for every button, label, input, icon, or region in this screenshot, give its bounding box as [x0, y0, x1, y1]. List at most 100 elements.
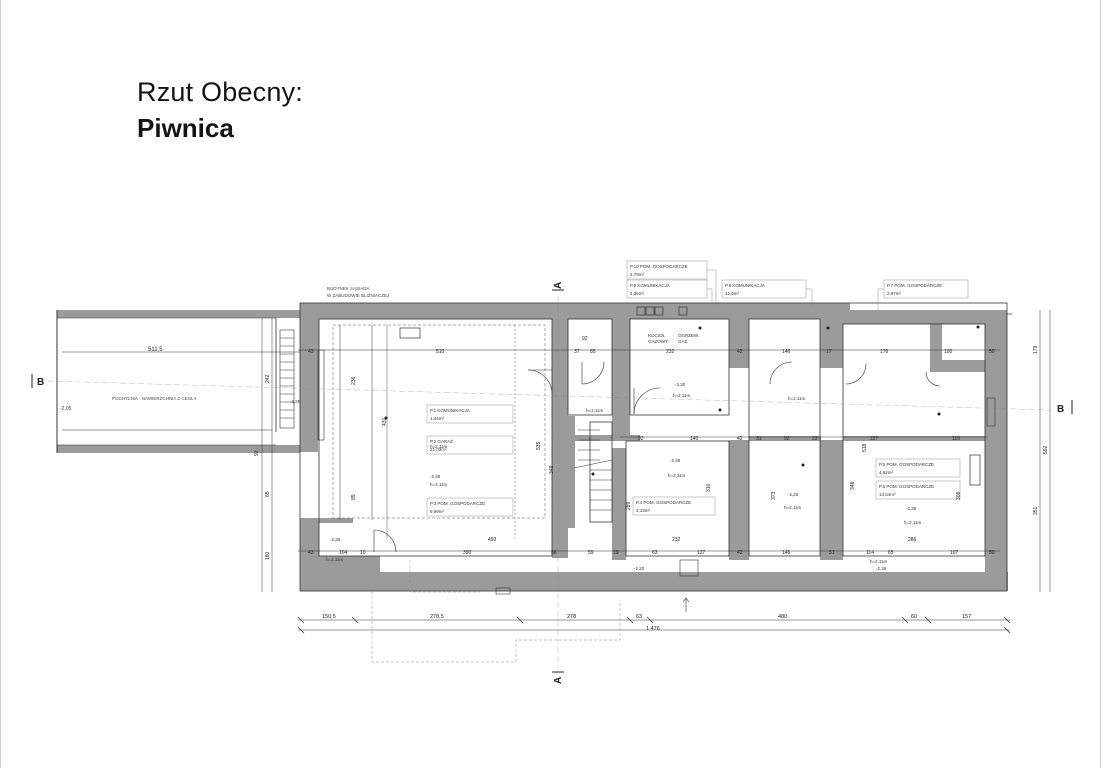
dim-top-10: 176	[880, 349, 889, 355]
level-p8: -2,25	[788, 492, 799, 497]
room-p7-area: 2,97m²	[887, 291, 902, 296]
dim-right-3: 518	[862, 443, 868, 452]
dim-top-4: 92	[582, 336, 588, 342]
dim-mid-7: 110	[952, 436, 960, 442]
level-p2: -2,30	[430, 474, 441, 479]
height-p4: h=2,11m	[668, 473, 686, 478]
doors	[373, 361, 941, 553]
dim-bi-9: 232	[672, 537, 681, 543]
neighbor-label-2: W ZABUDOWIE BLIŹNIACZEJ	[327, 292, 389, 298]
dim-left-9: 289	[626, 501, 632, 510]
dim-left-3: 92	[254, 450, 260, 456]
section-line-b	[47, 380, 1051, 411]
height-p5: h=2,11m	[870, 559, 888, 564]
dim-left-13: 308	[956, 491, 962, 500]
dim-bi-15: 65	[888, 550, 894, 556]
dim-left-4: 236	[351, 376, 357, 385]
dim-right-2: 351	[1033, 506, 1039, 515]
level-p11: -2,20	[634, 566, 645, 571]
height-p8: h=2,11m	[784, 505, 802, 510]
room-p6-area: 13,64m²	[879, 492, 896, 497]
ramp-label: POCHYLNIA - NAWIERZCHNIA Z CEGŁY	[112, 396, 197, 401]
dim-mid-5: 23	[812, 436, 818, 442]
dim-mid-1: 140	[690, 436, 699, 442]
dim-bi-11: 42	[737, 550, 743, 556]
dim-mid-6: 227	[870, 436, 879, 442]
dim-bottom-4: 480	[778, 614, 787, 620]
room-p4-label: P.4 POM. GOSPODARCZE	[636, 500, 691, 505]
dim-right-1: 592	[1043, 445, 1049, 454]
dim-top-2: 510	[436, 349, 445, 355]
height-p10: h=2,11m	[586, 408, 604, 413]
room-p9-label: P.9 KOMUNIKACJA	[630, 283, 670, 288]
dim-bi-6: 59	[588, 550, 594, 556]
ramp	[56, 310, 318, 453]
dim-bi-2: 10	[360, 550, 366, 556]
dim-mid-3: 31	[756, 436, 762, 442]
dim-top-3: 37	[574, 349, 580, 355]
section-marker-a-bottom: A	[552, 671, 564, 684]
stair-dashed-outline	[409, 560, 480, 593]
height-p9: h=2,11m	[673, 393, 691, 398]
room-p8-area: 12,0m²	[725, 291, 740, 296]
dim-bi-14: 114	[866, 550, 874, 556]
dim-bi-16: 286	[908, 537, 917, 543]
page-title-line1: Rzut Obecny:	[137, 77, 303, 107]
room-p8-label: P.8 KOMUNIKACJA	[725, 283, 765, 288]
dim-bi-4: 493	[488, 537, 497, 543]
ogrzew-label-1: OGRZEW.	[678, 333, 699, 338]
height-p1: h=2,11m	[430, 444, 448, 449]
dim-left-0: 242	[265, 374, 271, 383]
dim-bottom-5: 60	[911, 614, 917, 620]
dim-bi-3: 390	[463, 550, 472, 556]
dim-top-9: 17	[826, 349, 832, 355]
dim-left-5: 431	[382, 417, 388, 426]
dim-mid-4: 92	[784, 436, 790, 442]
dim-bi-17: 107	[950, 550, 959, 556]
dim-bi-18: 50	[989, 550, 995, 556]
height-p6: h=2,11m	[904, 520, 922, 525]
room-p3-area: 9,99m²	[430, 509, 445, 514]
section-marker-a-top: A	[552, 282, 564, 291]
dim-top-5: 85	[590, 349, 596, 355]
dim-top-7: 42	[737, 349, 743, 355]
room-p1-label: P.1 KOMUNIKACJA	[430, 408, 470, 413]
frame-edge-left	[0, 0, 1, 768]
room-p5-label: P.5 POM. GOSPODARCZE	[879, 462, 934, 467]
room-p9-area: 4,36m²	[630, 291, 645, 296]
dim-top-11: 100	[944, 349, 953, 355]
dim-left-2: 180	[265, 551, 271, 560]
dim-bottom-0: 150,5	[322, 614, 336, 620]
room-p4-area: 3,19m²	[636, 508, 651, 513]
kociol-label-1: KOCIOŁ	[648, 333, 666, 338]
section-marker-b-left: B	[31, 374, 44, 388]
ogrzew-label-2: GAZ	[678, 339, 688, 344]
room-p2-area: 21,03m²	[430, 447, 447, 452]
level-ramp-end: -2,25	[290, 399, 301, 404]
svg-text:B: B	[37, 377, 44, 388]
height-p8b: h=2,11m	[788, 396, 806, 401]
dim-bi-0: 43	[308, 550, 314, 556]
room-p5-area: 4,52m²	[879, 470, 894, 475]
dim-right-0: 179	[1033, 345, 1039, 354]
dim-top-6: 232	[666, 349, 675, 355]
room-p10-area: 2,78m²	[630, 272, 645, 277]
walls	[300, 303, 1008, 591]
level-p1: -2,30	[330, 537, 341, 542]
dim-mid-0: 92	[638, 436, 644, 442]
level-ramp: -2,05	[60, 406, 72, 412]
dim-bi-8: 63	[652, 550, 658, 556]
dim-left-10: 310	[706, 483, 712, 492]
dim-total: 1 476	[646, 626, 660, 632]
dim-left-11: 373	[771, 491, 777, 500]
dim-bottom-1: 278,5	[430, 614, 444, 620]
dim-left-6: 85	[351, 494, 357, 500]
kociol-label-2: GAZOWY	[648, 339, 668, 344]
svg-text:B: B	[1057, 404, 1064, 415]
dim-left-1: 85	[265, 491, 271, 497]
dim-left-7: 535	[536, 441, 542, 450]
room-p1-area: 1,44m²	[430, 416, 445, 421]
section-marker-b-right: B	[1057, 400, 1073, 415]
dim-bottom-3: 63	[636, 614, 642, 620]
dim-bi-1: 104	[339, 550, 348, 556]
